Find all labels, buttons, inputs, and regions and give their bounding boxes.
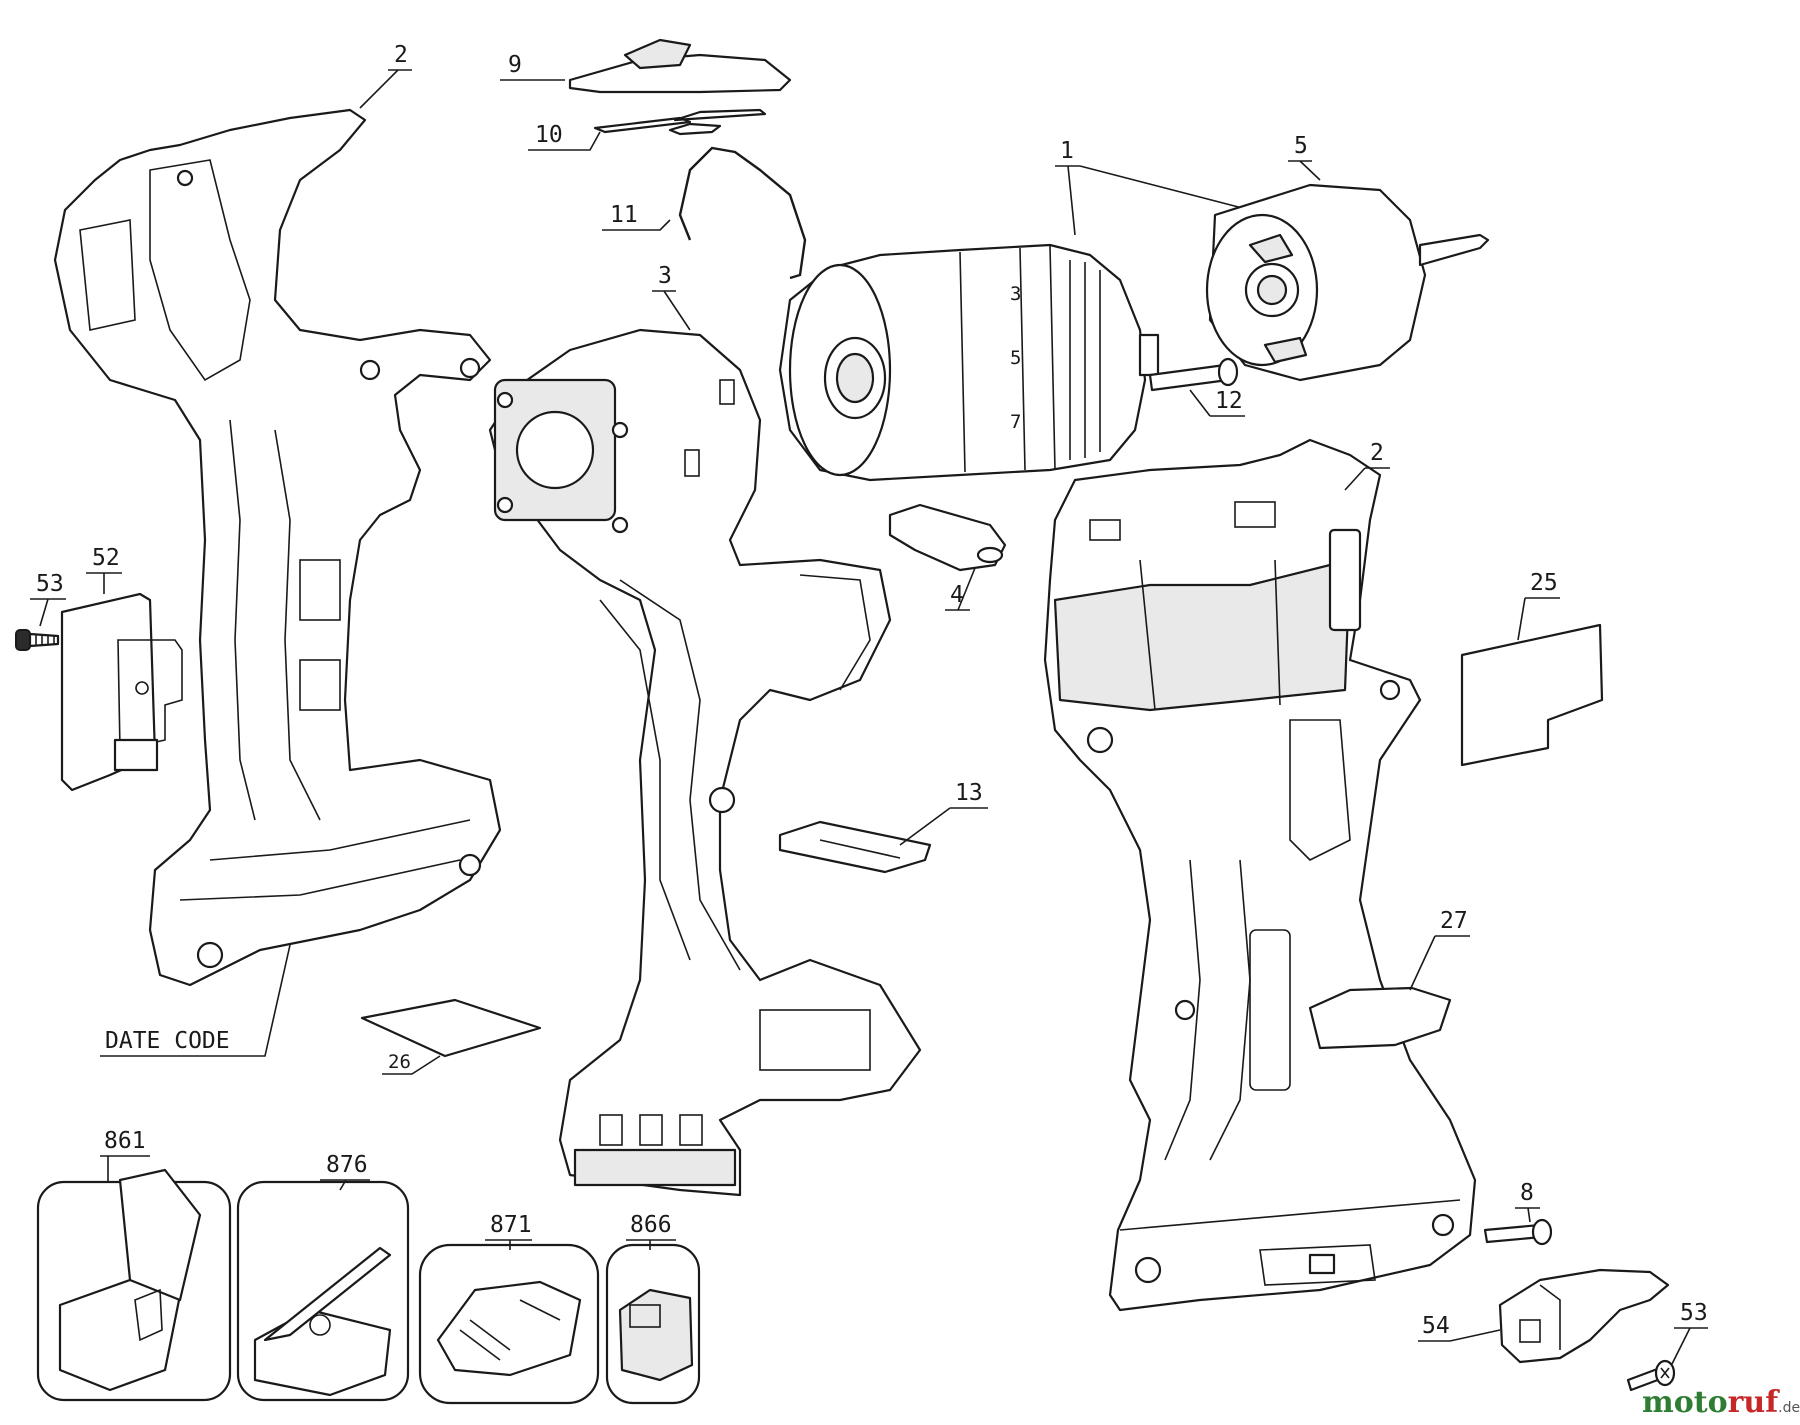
watermark-brand-b: ruf — [1728, 1385, 1781, 1420]
charger-box-871 — [418, 1243, 600, 1405]
gear-ring-number: 3 — [1010, 283, 1021, 305]
callout-1: 1 — [1055, 138, 1251, 236]
spring-clips — [593, 108, 767, 136]
keyless-chuck — [1205, 183, 1490, 382]
callout-label: 11 — [610, 202, 638, 228]
callout-label: 3 — [658, 263, 672, 289]
callout-2-left: 2 — [359, 42, 412, 109]
callout-label: 10 — [535, 122, 563, 148]
callout-27: 27 — [1409, 908, 1470, 991]
gearbox-transmission: 3 5 7 — [778, 243, 1160, 482]
wire-spring — [678, 146, 807, 280]
screw-53-left — [15, 629, 60, 651]
watermark-logo: motoruf.de — [1642, 1385, 1800, 1420]
date-code-callout: DATE CODE — [100, 944, 291, 1057]
callout-label: 876 — [326, 1152, 368, 1178]
callout-8: 8 — [1515, 1180, 1540, 1223]
callout-label: 52 — [92, 545, 120, 571]
watermark-suffix: .de — [1778, 1400, 1800, 1416]
callout-54: 54 — [1418, 1313, 1501, 1342]
circuit-board — [778, 820, 932, 874]
screw-8 — [1483, 1218, 1553, 1246]
callout-label: 12 — [1215, 388, 1243, 414]
gear-ring-number: 7 — [1010, 411, 1021, 433]
callout-876: 876 — [320, 1152, 370, 1191]
callout-label: 53 — [36, 571, 64, 597]
callout-53-right: 53 — [1671, 1300, 1708, 1365]
gear-ring-number: 5 — [1010, 347, 1021, 369]
callout-label: 1 — [1060, 138, 1074, 164]
chuck-screw — [1148, 357, 1239, 392]
callout-9: 9 — [500, 52, 565, 81]
label-sheet-25 — [1460, 623, 1604, 767]
callout-label: 5 — [1294, 133, 1308, 159]
watermark-brand-a: moto — [1642, 1385, 1728, 1420]
callout-label: 26 — [388, 1051, 411, 1073]
callout-3: 3 — [652, 263, 691, 331]
callout-26: 26 — [382, 1051, 441, 1075]
button-part — [888, 503, 1007, 572]
left-housing-half — [53, 108, 502, 987]
callout-871: 871 — [485, 1212, 532, 1250]
kit-box-861 — [36, 1168, 232, 1402]
callout-53-left: 53 — [30, 571, 66, 627]
callout-label: 866 — [630, 1212, 672, 1238]
belt-clip — [60, 592, 183, 792]
callout-label: 871 — [490, 1212, 532, 1238]
callout-2-right: 2 — [1344, 440, 1390, 491]
callout-866: 866 — [626, 1212, 676, 1250]
callout-label: 2 — [394, 42, 408, 68]
callout-11: 11 — [602, 202, 671, 231]
battery-box-866 — [605, 1243, 701, 1405]
callout-label: 53 — [1680, 1300, 1708, 1326]
date-code-label: DATE CODE — [105, 1028, 230, 1054]
callout-label: 861 — [104, 1128, 146, 1154]
callout-52: 52 — [86, 545, 122, 594]
manual-box-876 — [236, 1180, 410, 1402]
callout-4: 4 — [945, 567, 976, 611]
bit-holder-54 — [1498, 1268, 1670, 1364]
slide-switch-cover — [568, 38, 792, 94]
callout-5: 5 — [1288, 133, 1321, 181]
callout-12: 12 — [1189, 388, 1245, 417]
callout-label: 54 — [1422, 1313, 1450, 1339]
callout-label: 13 — [955, 780, 983, 806]
screw-53-right — [1626, 1359, 1676, 1392]
callout-10: 10 — [528, 122, 601, 151]
svg-text:motoruf.de: motoruf.de — [1642, 1385, 1800, 1420]
motor-switch-assembly — [488, 328, 922, 1197]
right-housing-half — [1043, 438, 1477, 1312]
label-sheet-26 — [360, 998, 542, 1058]
callout-label: 27 — [1440, 908, 1468, 934]
callout-25: 25 — [1517, 570, 1560, 641]
callout-label: 4 — [950, 582, 964, 608]
callout-label: 25 — [1530, 570, 1558, 596]
callout-label: 2 — [1370, 440, 1384, 466]
callout-label: 8 — [1520, 1180, 1534, 1206]
callout-label: 9 — [508, 52, 522, 78]
callout-861: 861 — [100, 1128, 150, 1182]
label-sheet-27 — [1308, 986, 1452, 1050]
callout-13: 13 — [899, 780, 988, 846]
